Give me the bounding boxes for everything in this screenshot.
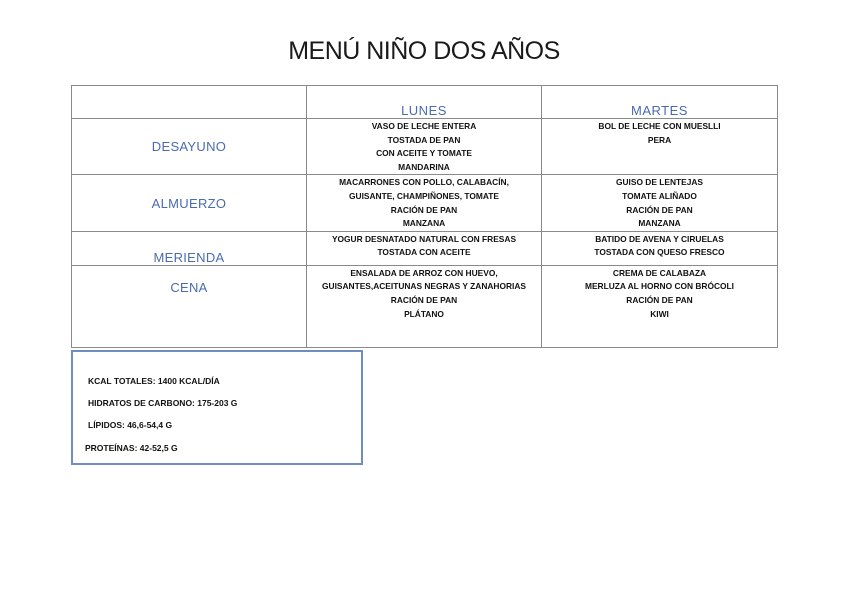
dish-line: VASO DE LECHE ENTERA [371,121,477,131]
dish-line: MERLUZA AL HORNO CON BRÓCOLI [584,281,735,292]
dish-cell-lunes-cena: ENSALADA DE ARROZ CON HUEVO, GUISANTES,A… [306,264,542,348]
dish-line: TOMATE ALIÑADO [622,190,697,201]
meal-label-merienda: MERIENDA [71,230,307,266]
dish-line: PLÁTANO [404,308,444,319]
dish-line: GUISO DE LENTEJAS [615,177,704,188]
dish-line: BOL DE LECHE CON MUESLLI [598,121,721,131]
dish-line: TOSTADA DE PAN [387,134,461,145]
header-lunes: LUNES [306,85,542,119]
nutrition-carbs: HIDRATOS DE CARBONO: 175-203 G [88,398,238,408]
dish-line: TOSTADA CON ACEITE [377,247,471,258]
table-row-merienda: MERIENDA YOGUR DESNATADO NATURAL CON FRE… [71,230,778,266]
header-empty-cell [71,85,307,119]
dish-line: PERA [647,134,672,145]
nutrition-summary-box: KCAL TOTALES: 1400 KCAL/DÍA HIDRATOS DE … [71,350,363,465]
dish-line: GUISANTE, CHAMPIÑONES, TOMATE [349,190,499,201]
meal-label-almuerzo: ALMUERZO [71,174,307,232]
dish-line: CON ACEITE Y TOMATE [376,148,472,159]
dish-line: MACARRONES CON POLLO, CALABACÍN, [339,177,509,188]
nutrition-proteins: PROTEÍNAS: 42-52,5 G [85,443,178,453]
meal-label-desayuno: DESAYUNO [71,117,307,176]
dish-line: YOGUR DESNATADO NATURAL CON FRESAS [331,233,517,244]
nutrition-lipids: LÍPIDOS: 46,6-54,4 G [88,420,173,430]
dish-line: TOSTADA CON QUESO FRESCO [594,247,725,258]
dish-cell-martes-cena: CREMA DE CALABAZA MERLUZA AL HORNO CON B… [541,264,778,348]
dish-cell-lunes-almuerzo: MACARRONES CON POLLO, CALABACÍN, GUISANT… [306,174,542,232]
menu-table: LUNES MARTES DESAYUNO VASO DE LECHE ENTE… [71,85,778,348]
dish-line: GUISANTES,ACEITUNAS NEGRAS Y ZANAHORIAS [322,281,526,292]
dish-line: MANZANA [638,218,681,229]
dish-line: RACIÓN DE PAN [626,294,693,305]
dish-line: RACIÓN DE PAN [390,204,458,215]
nutrition-kcal: KCAL TOTALES: 1400 KCAL/DÍA [88,376,220,386]
dish-cell-martes-merienda: BATIDO DE AVENA Y CIRUELAS TOSTADA CON Q… [541,230,778,266]
dish-line: KIWI [650,308,669,319]
dish-line: RACIÓN DE PAN [626,204,693,215]
dish-line: BATIDO DE AVENA Y CIRUELAS [595,233,724,244]
dish-line: MANDARINA [398,161,450,172]
dish-cell-martes-desayuno: BOL DE LECHE CON MUESLLI PERA [541,117,778,176]
page-title: MENÚ NIÑO DOS AÑOS [288,37,560,65]
dish-line: ENSALADA DE ARROZ CON HUEVO, [350,267,498,278]
table-row-almuerzo: ALMUERZO MACARRONES CON POLLO, CALABACÍN… [71,174,778,232]
dish-line: MANZANA [402,218,446,229]
table-row-desayuno: DESAYUNO VASO DE LECHE ENTERA TOSTADA DE… [71,117,778,176]
table-row-cena: CENA ENSALADA DE ARROZ CON HUEVO, GUISAN… [71,264,778,348]
dish-line: CREMA DE CALABAZA [612,267,707,278]
table-header-row: LUNES MARTES [71,85,778,119]
dish-cell-lunes-merienda: YOGUR DESNATADO NATURAL CON FRESAS TOSTA… [306,230,542,266]
dish-cell-lunes-desayuno: VASO DE LECHE ENTERA TOSTADA DE PAN CON … [306,117,542,176]
meal-label-cena: CENA [71,264,307,348]
dish-line: RACIÓN DE PAN [390,294,458,305]
header-martes: MARTES [541,85,778,119]
dish-cell-martes-almuerzo: GUISO DE LENTEJAS TOMATE ALIÑADO RACIÓN … [541,174,778,232]
